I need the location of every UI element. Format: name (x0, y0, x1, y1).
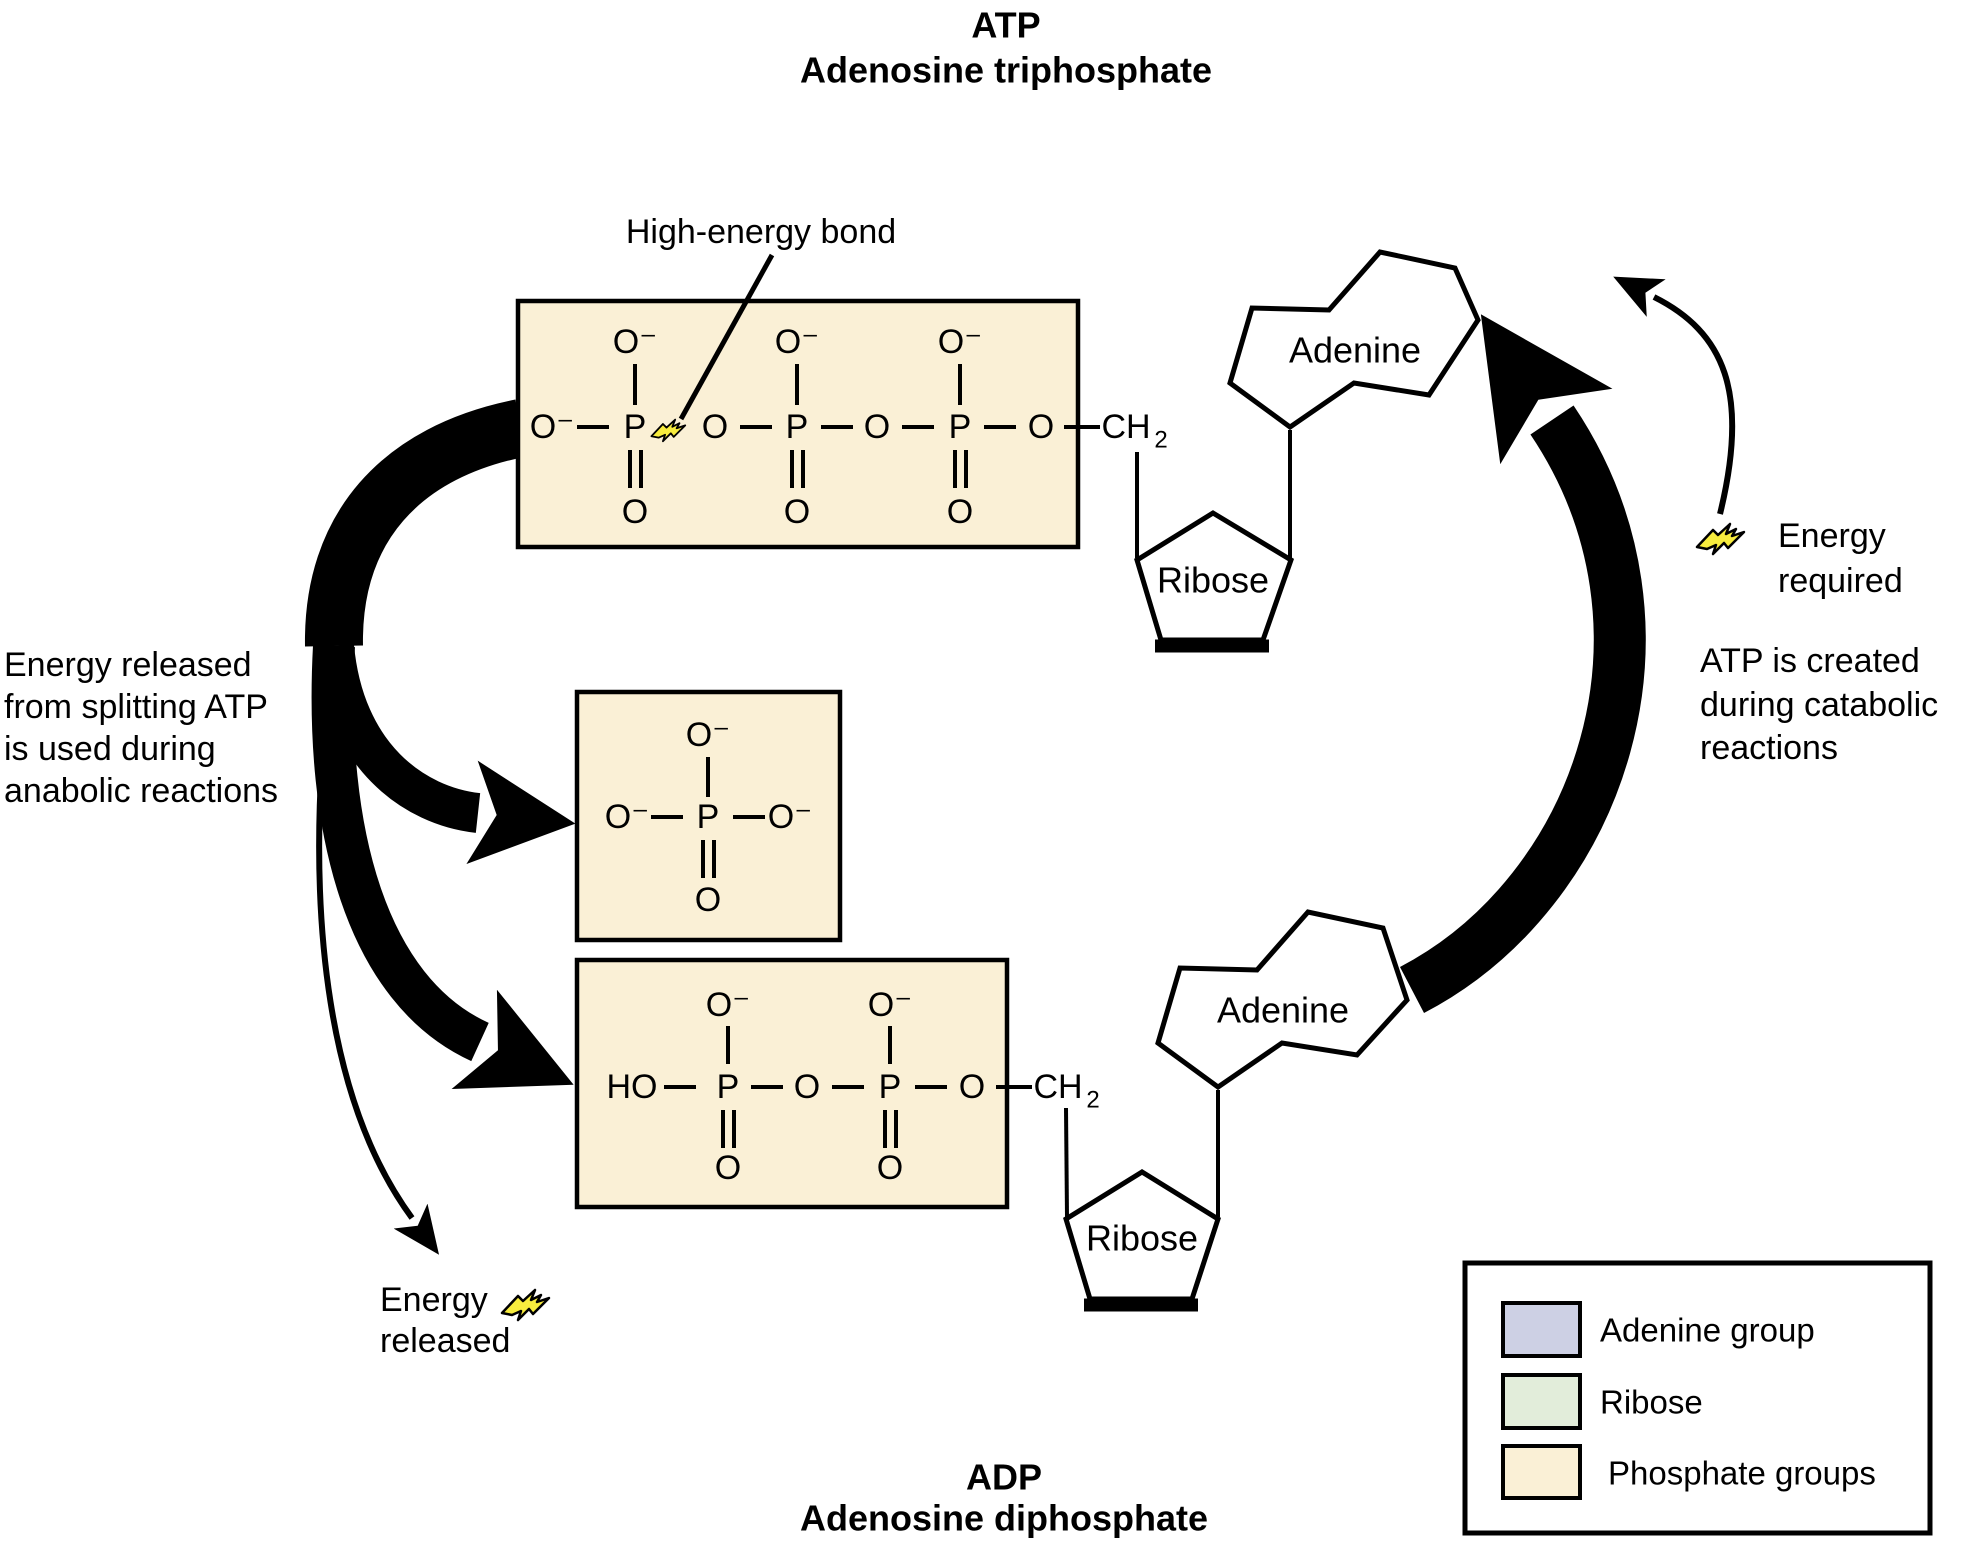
atom-p: P (949, 408, 972, 446)
atom-o: O (715, 1149, 741, 1187)
energy-required-line2: required (1778, 562, 1903, 600)
atom-ch-subscript: 2 (1086, 1087, 1099, 1114)
atom-o: O (622, 493, 648, 531)
legend-swatch-ribose (1501, 1373, 1582, 1430)
high-energy-bond-label: High-energy bond (626, 213, 896, 251)
adp-phosphate-box (574, 957, 1010, 1210)
atom-o: O (877, 1149, 903, 1187)
ribose-label-atp: Ribose (1157, 560, 1269, 601)
legend-label-phosphate: Phosphate groups (1608, 1455, 1876, 1492)
free-phosphate-structure: O⁻ O⁻ P O⁻ O (605, 716, 812, 919)
ribose-label-adp: Ribose (1086, 1218, 1198, 1259)
atom-o-minus: O⁻ (768, 798, 812, 836)
legend: Adenine group Ribose Phosphate groups (1462, 1260, 1933, 1536)
atom-o-minus: O⁻ (868, 986, 912, 1024)
note-line: Energy released (4, 646, 252, 684)
lightning-bolt-icon (1695, 522, 1746, 556)
note-line: anabolic reactions (4, 772, 278, 810)
energy-required-line1: Energy (1778, 517, 1886, 555)
atom-p: P (879, 1068, 902, 1106)
atom-o: O (702, 408, 728, 446)
energy-released-line2: released (380, 1322, 510, 1360)
atom-o-minus: O⁻ (938, 323, 982, 361)
legend-label-ribose: Ribose (1600, 1384, 1703, 1421)
adp-title-full: Adenosine diphosphate (800, 1498, 1208, 1539)
energy-released-label: Energy released (380, 1281, 551, 1360)
atom-o-minus: O⁻ (613, 323, 657, 361)
atom-o-minus: O⁻ (605, 798, 649, 836)
atp-title-full: Adenosine triphosphate (800, 50, 1212, 91)
legend-swatch-phosphate (1501, 1444, 1582, 1500)
atom-o: O (695, 881, 721, 919)
arrow-adp-to-atp (1399, 314, 1646, 1014)
atom-p: P (624, 408, 647, 446)
ch2-ribose-connector (1064, 1107, 1069, 1218)
legend-label-adenine: Adenine group (1600, 1312, 1815, 1349)
adenine-group-shape-adp (1155, 909, 1410, 1091)
atom-o: O (784, 493, 810, 531)
arrow-energy-required (1613, 276, 1736, 515)
atom-o: O (794, 1068, 820, 1106)
legend-swatch-adenine (1501, 1301, 1582, 1358)
energy-required-label: Energy required (1695, 517, 1903, 600)
energy-released-line1: Energy (380, 1281, 488, 1319)
right-cycle-arrows (1399, 276, 1736, 1014)
atom-o: O (864, 408, 890, 446)
note-line: from splitting ATP (4, 688, 268, 726)
atom-o-minus: O⁻ (775, 323, 819, 361)
arrow-atp-split-arc (304, 399, 528, 647)
atom-p: P (717, 1068, 740, 1106)
adenine-group-shape-atp (1227, 249, 1481, 431)
atom-o: O (959, 1068, 985, 1106)
atom-ch: CH (1033, 1068, 1082, 1106)
atom-ch-subscript: 2 (1154, 427, 1167, 454)
atom-o: O (1028, 408, 1054, 446)
adenine-label-atp: Adenine (1289, 330, 1421, 371)
adp-title-abbr: ADP (966, 1457, 1042, 1498)
atom-o: O (947, 493, 973, 531)
high-energy-bond-pointer-line (678, 253, 775, 421)
atom-ch: CH (1101, 408, 1150, 446)
arrow-energy-released (316, 669, 440, 1255)
free-phosphate-box (574, 689, 843, 943)
arrow-to-adp-box (311, 644, 574, 1090)
note-line: reactions (1700, 729, 1838, 767)
atom-o-minus: O⁻ (706, 986, 750, 1024)
energy-released-note: Energy released from splitting ATP is us… (4, 646, 278, 810)
lightning-bolt-icon (650, 418, 687, 443)
left-split-arrows (304, 399, 576, 1255)
note-line: during catabolic (1700, 686, 1938, 724)
atp-title-abbr: ATP (971, 5, 1040, 46)
atom-p: P (786, 408, 809, 446)
adenine-label-adp: Adenine (1217, 990, 1349, 1031)
adp-phosphate-structure: O⁻ O⁻ HO P O P O O O CH 2 (607, 986, 1100, 1187)
atom-ho: HO (607, 1068, 658, 1106)
lightning-bolt-icon (500, 1288, 551, 1322)
atom-o-minus: O⁻ (530, 408, 574, 446)
atp-phosphate-structure: O⁻ O⁻ O⁻ O⁻ P O P O P O O O O CH 2 (530, 323, 1168, 531)
atom-o-minus: O⁻ (686, 716, 730, 754)
note-line: is used during (4, 730, 216, 768)
atp-created-note: ATP is created during catabolic reaction… (1700, 642, 1938, 767)
atp-phosphate-box (515, 298, 1081, 550)
note-line: ATP is created (1700, 642, 1920, 680)
atom-p: P (697, 798, 720, 836)
